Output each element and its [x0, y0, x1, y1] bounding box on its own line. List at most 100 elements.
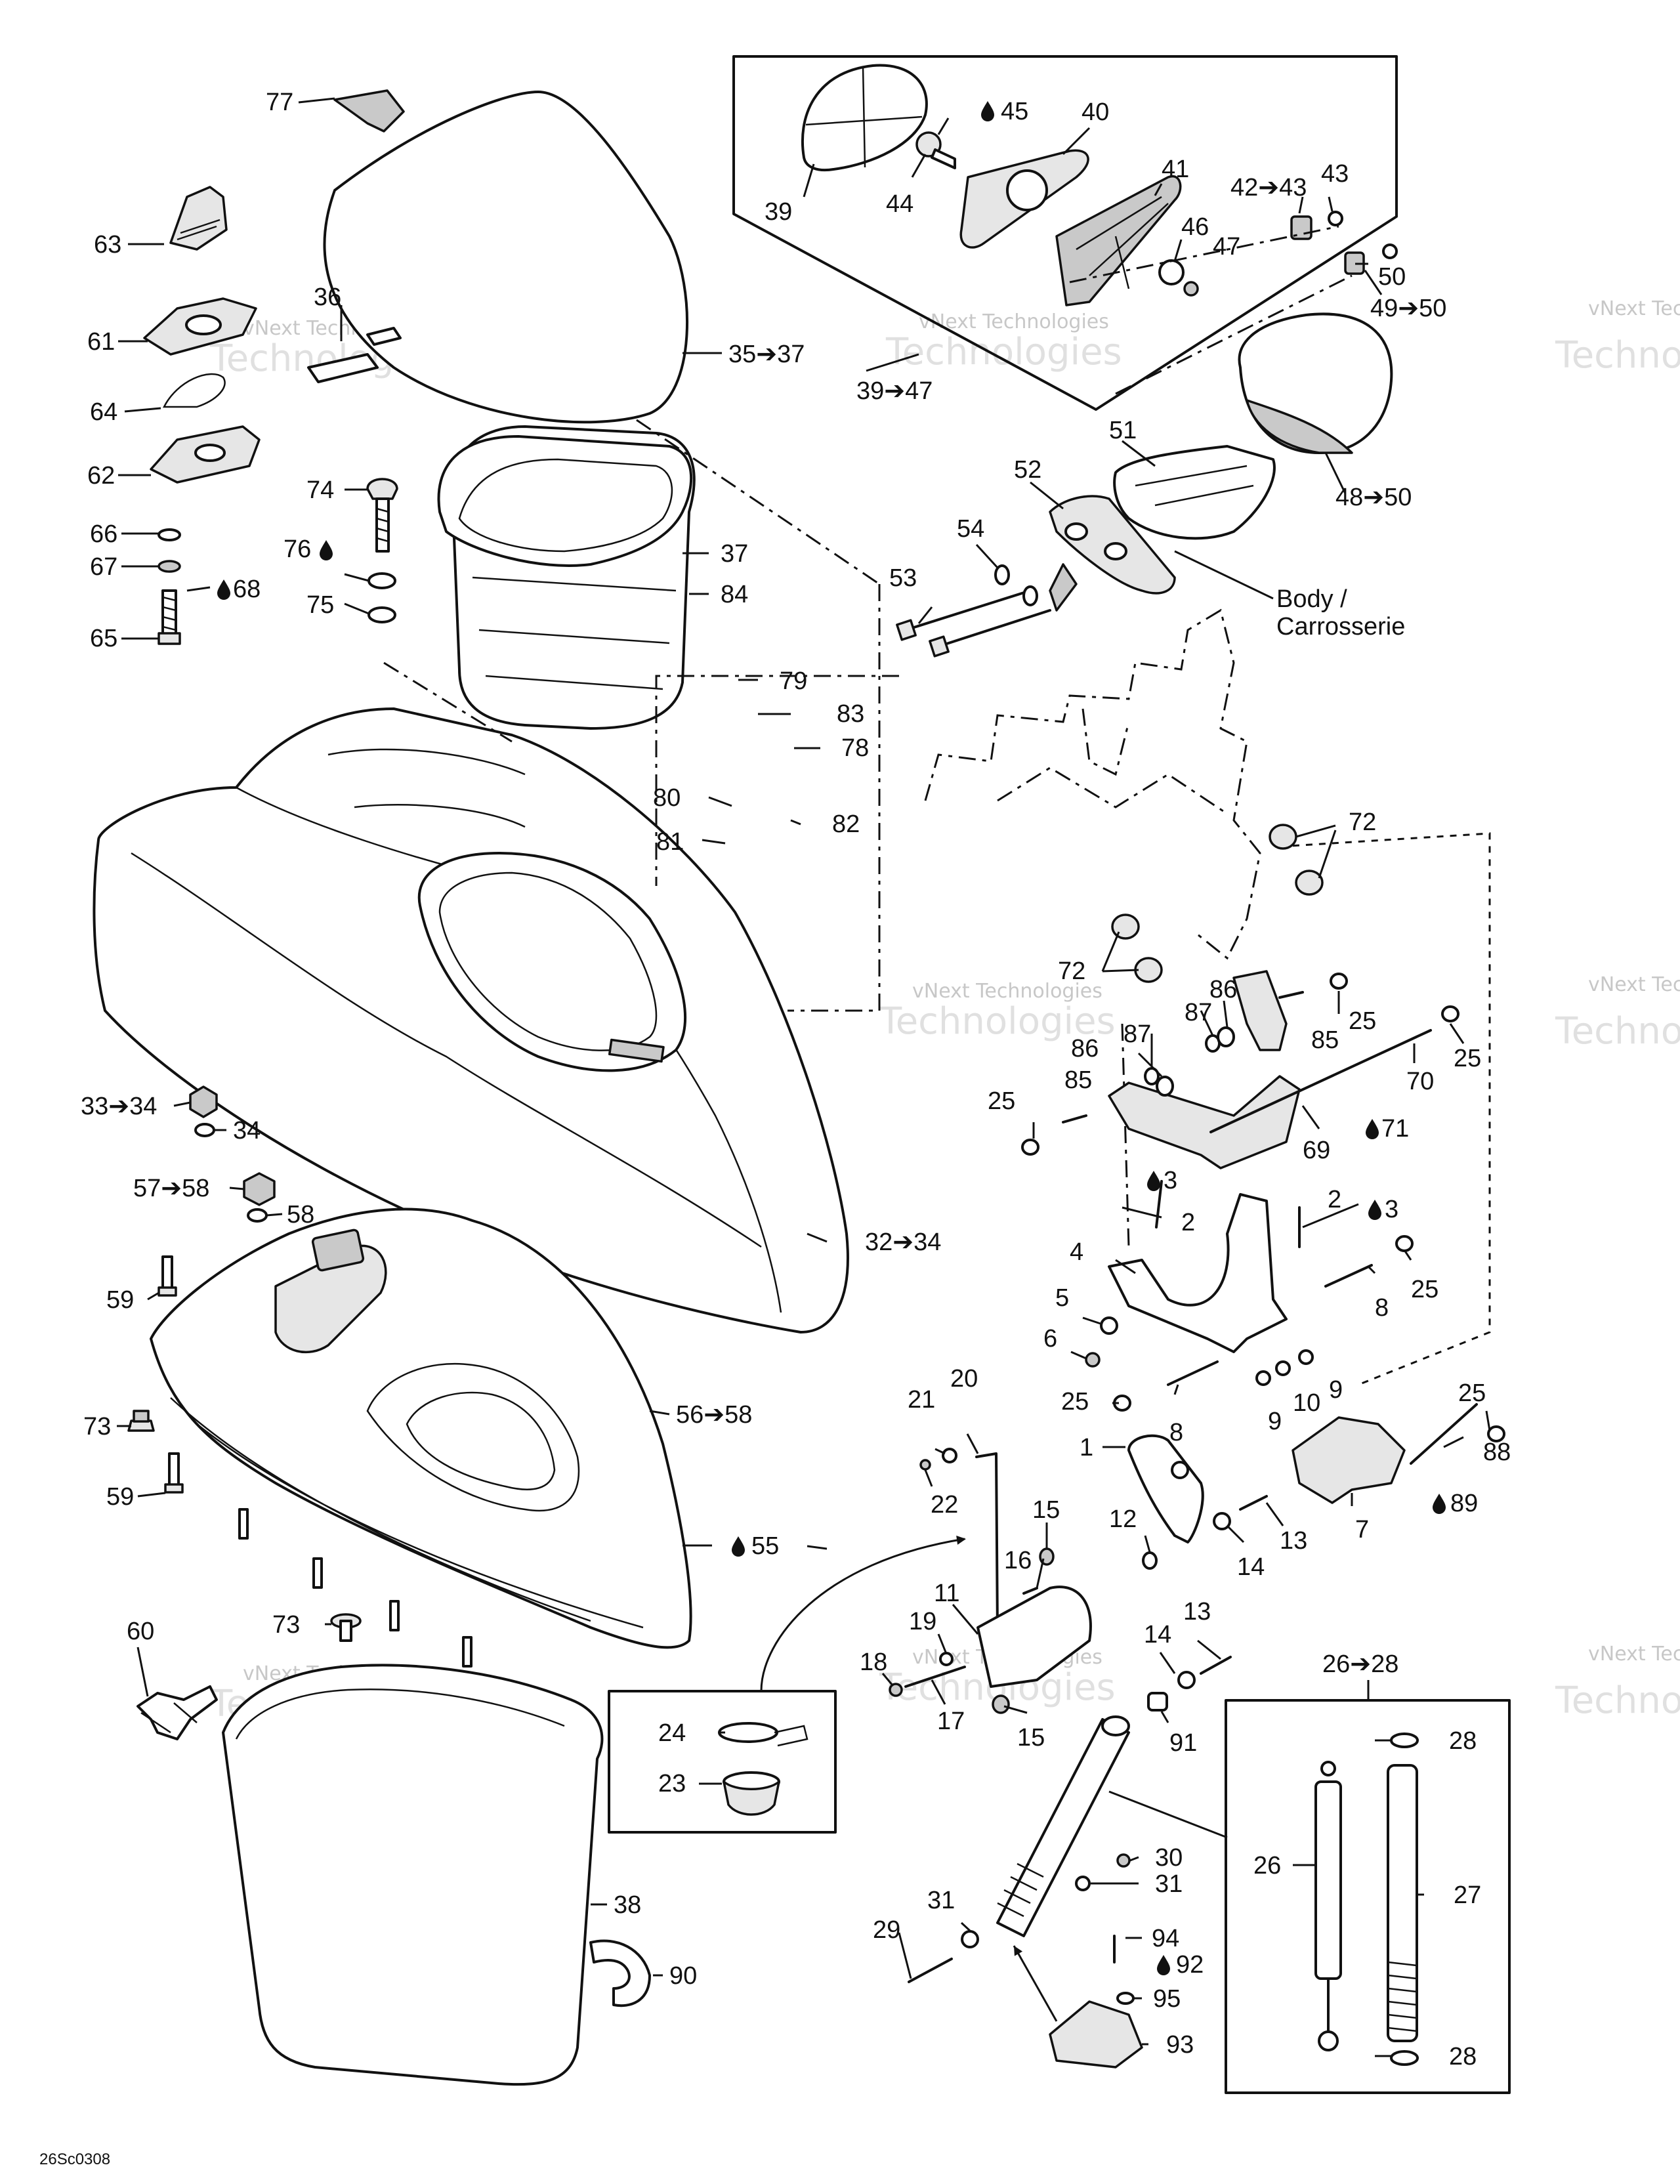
handle-90: [589, 1939, 651, 2007]
storage-basket-group: [136, 1664, 651, 2086]
bolt-85a: [1278, 991, 1304, 999]
callout-73a: 73: [83, 1413, 111, 1440]
storage-bin-ribs: [472, 576, 677, 690]
knob-74: [366, 478, 398, 500]
pad-36b: [366, 327, 402, 346]
inner-body-group: [150, 1208, 692, 1649]
watermark-7b: Technologies: [1555, 334, 1680, 377]
mirror-glass-line-h: [805, 116, 923, 126]
callout-5: 5: [1055, 1284, 1069, 1312]
callout-91: 91: [1169, 1729, 1197, 1757]
mirror-outer-group: [1049, 312, 1393, 612]
callout-17: 17: [937, 1708, 965, 1735]
callout-2a: 2: [1181, 1209, 1195, 1236]
callout-22: 22: [931, 1491, 958, 1519]
callout-78: 78: [841, 734, 869, 762]
bracket-1: [1127, 1434, 1204, 1544]
hull-hinge-tab: [608, 1038, 665, 1063]
bolt-65-thread: [162, 596, 177, 631]
frame-dashed-center: [1121, 1023, 1130, 1248]
callout-85b: 85: [1064, 1066, 1092, 1094]
tie-24-tail: [774, 1725, 808, 1747]
callout-81: 81: [656, 828, 684, 856]
callout-50: 50: [1378, 263, 1406, 291]
callout-67: 67: [90, 553, 117, 581]
callout-41: 41: [1162, 156, 1189, 183]
boot-27: [1387, 1764, 1418, 2042]
washer-9a: [1255, 1370, 1271, 1386]
callout-9b: 9: [1329, 1376, 1343, 1404]
washer-75a: [368, 572, 396, 589]
base-62-hole: [194, 444, 226, 462]
body-link-dashed-3: [383, 662, 513, 743]
nut-18: [889, 1683, 903, 1697]
frame-inner: [997, 766, 1228, 815]
washer-66: [158, 528, 181, 541]
mirror-glass-line-v: [862, 66, 866, 168]
callout-77: 77: [266, 89, 293, 116]
gas-spring-group: [908, 1680, 1511, 2094]
bushing-72c: [1111, 914, 1140, 940]
gas-spring-26-body: [1314, 1780, 1342, 1980]
callout-51: 51: [1109, 417, 1137, 444]
grommet-46: [1158, 259, 1185, 285]
bolt-2a: [1155, 1180, 1163, 1228]
callout-25c: 25: [988, 1087, 1015, 1115]
washer-19: [939, 1652, 954, 1666]
callout-49-50: 49➔50: [1370, 295, 1446, 322]
callout-18: 18: [860, 1648, 887, 1676]
callout-40: 40: [1082, 98, 1109, 126]
callout-85a: 85: [1311, 1026, 1339, 1054]
bolt-53b: [937, 609, 1051, 648]
frame-dotted-right: [1279, 832, 1491, 1386]
bushing-72d: [1134, 957, 1163, 983]
callout-63: 63: [94, 231, 121, 259]
figure-code: 26Sc0308: [39, 2151, 110, 2168]
watermark-9b: Technologies: [1555, 1679, 1680, 1722]
callout-48-50: 48➔50: [1335, 484, 1412, 511]
bolt-16: [1022, 1587, 1038, 1595]
screw-b: [312, 1557, 323, 1589]
bolt-85b: [1062, 1114, 1087, 1124]
watermark-4b: Technologies: [879, 1000, 1116, 1043]
tie-60-detail: [140, 1702, 198, 1734]
mirror-group-frame: [732, 55, 1398, 411]
callout-14a: 14: [1237, 1553, 1265, 1581]
pin-22: [919, 1459, 931, 1471]
callout-2b: 2: [1328, 1186, 1341, 1213]
callout-4: 4: [1070, 1238, 1083, 1266]
washer-54b: [1022, 585, 1038, 606]
callout-87b: 87: [1124, 1020, 1151, 1048]
boot-27-ribs: [1387, 1961, 1418, 2032]
callout-1: 1: [1080, 1434, 1093, 1461]
nut-6: [1085, 1352, 1101, 1368]
callout-72a: 72: [1349, 808, 1376, 836]
callout-32-34: 32➔34: [865, 1228, 941, 1256]
cap-25f: [1487, 1425, 1505, 1442]
callout-42-43: 42➔43: [1230, 174, 1307, 201]
detail-box-frame: [608, 1690, 837, 1834]
inner-body-seat-well: [366, 1362, 580, 1512]
frame-outline: [924, 608, 1261, 960]
callout-19: 19: [909, 1608, 936, 1635]
callout-27: 27: [1454, 1881, 1481, 1909]
callout-83: 83: [837, 700, 864, 728]
clamp-28a: [1390, 1732, 1419, 1748]
clip-77: [333, 89, 405, 133]
hull-crease-2: [131, 852, 762, 1248]
nut-58: [247, 1208, 268, 1223]
callout-26-28: 26➔28: [1322, 1650, 1398, 1678]
callout-20: 20: [950, 1365, 978, 1393]
watermark-8b: Technologies: [1555, 1010, 1680, 1053]
bushing-86b: [1156, 1076, 1174, 1097]
callout-39-47: 39➔47: [856, 377, 933, 405]
callout-55: 55: [751, 1532, 779, 1560]
callout-66: 66: [90, 520, 117, 548]
storage-basket-38: [222, 1664, 604, 2086]
callout-38: 38: [614, 1891, 641, 1919]
bolt-8a: [1324, 1264, 1373, 1288]
callout-30: 30: [1155, 1844, 1183, 1872]
mirror-base-tab: [1049, 563, 1078, 612]
mirror-cover-shadow: [1246, 399, 1353, 454]
